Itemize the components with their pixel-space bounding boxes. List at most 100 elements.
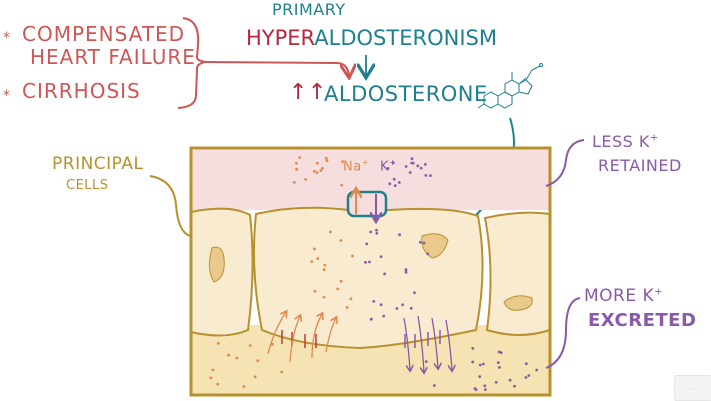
ion-dot [393, 184, 397, 188]
ion-dot [498, 366, 501, 369]
potassium-charge: + [389, 158, 397, 167]
ion-dot [323, 263, 327, 267]
ion-dot [256, 359, 260, 363]
ion-dot [433, 384, 436, 387]
ion-dot [280, 370, 284, 374]
ion-dot [329, 230, 332, 234]
title-primary: PRIMARY [272, 0, 346, 19]
ion-dot [339, 239, 343, 242]
ion-dot [336, 287, 340, 291]
ion-dot [253, 375, 257, 379]
cause-bullet-1: * [3, 30, 11, 46]
ion-dot [379, 303, 383, 307]
ion-dot [313, 289, 317, 293]
less-k-bracket [545, 139, 585, 187]
ion-dot [404, 165, 408, 168]
ion-dot [527, 374, 531, 377]
ion-dot [321, 166, 324, 170]
title-hyper: HYPER [246, 26, 315, 50]
ion-dot [419, 166, 423, 170]
ion-dot [382, 314, 386, 318]
ion-dot [411, 161, 415, 165]
cause-bullet-2: * [3, 88, 11, 104]
ion-dot [422, 241, 426, 245]
ion-dot [369, 317, 373, 321]
ion-dot [410, 157, 414, 161]
ion-dot [349, 297, 353, 301]
ion-dot [324, 156, 328, 160]
principal-cell-main [253, 206, 484, 350]
causes-arrow [204, 61, 349, 76]
ion-dot [395, 307, 399, 310]
ion-dot [416, 164, 420, 168]
ion-dot [524, 376, 528, 379]
channel-icon [346, 190, 388, 220]
watermark-logo-icon: ◦◦◦ [674, 375, 711, 401]
ion-dot [235, 356, 239, 360]
diagram-box [189, 146, 552, 397]
ion-dot [409, 306, 413, 310]
potassium-transport-arrows [403, 315, 452, 372]
ion-dot [391, 161, 395, 165]
ion-dot [211, 368, 215, 372]
ion-dot [339, 279, 343, 283]
ion-dot [418, 240, 422, 244]
ion-dot [398, 233, 401, 237]
ion-dot [298, 156, 302, 159]
ion-dot [295, 161, 298, 165]
ion-dot [372, 300, 376, 303]
ion-dot [397, 181, 401, 184]
ion-dot [383, 272, 386, 276]
ion-dot [401, 303, 404, 307]
ion-dot [478, 375, 482, 378]
ion-dot [242, 385, 246, 388]
nucleus-left [208, 246, 225, 283]
ion-dot [482, 362, 485, 366]
ion-dot [295, 167, 298, 171]
ion-dot [310, 260, 314, 263]
ion-dot [316, 161, 319, 165]
ion-dot [341, 160, 344, 164]
ion-dot [386, 167, 390, 170]
ion-dot [313, 169, 316, 173]
ion-dot [364, 261, 367, 264]
ion-dot [499, 351, 503, 354]
ion-dot [319, 169, 323, 173]
increase-arrows: ↑↑ [289, 80, 327, 105]
more-k-text: MORE K [584, 286, 655, 306]
ion-dot [209, 376, 213, 380]
potassium-symbol: K [380, 159, 390, 175]
sodium-transport-arrows [267, 312, 336, 363]
ion-dot [426, 252, 430, 256]
less-k-line2: RETAINED [598, 156, 682, 175]
ion-dot [304, 178, 307, 181]
ion-dot [227, 353, 231, 357]
ion-dot [535, 368, 539, 372]
ion-dot [471, 360, 475, 364]
ion-dot [497, 350, 501, 354]
ion-dot [478, 363, 482, 367]
principal-cells-bracket [149, 175, 191, 237]
ion-dot [424, 174, 428, 177]
ion-dot [424, 360, 428, 363]
ion-dot [379, 255, 383, 258]
ion-dot [375, 232, 379, 235]
basolateral-pumps-right [404, 330, 441, 348]
title-aldosteronism: ALDOSTERONISM [314, 26, 497, 50]
ion-dot [316, 257, 320, 260]
ion-dot [429, 174, 432, 178]
ion-dot [392, 177, 396, 181]
aldosterone-label: ALDOSTERONE [324, 82, 488, 106]
ion-dot [365, 242, 369, 246]
ion-dot [248, 344, 252, 347]
ion-dot [369, 230, 373, 234]
ion-dot [508, 378, 512, 382]
ion-dot [315, 171, 319, 175]
nucleus-main [421, 233, 449, 259]
ion-dot [216, 342, 220, 345]
ion-dot [351, 254, 354, 258]
ion-dot [496, 361, 500, 364]
cause-cirrhosis: CIRRHOSIS [22, 79, 141, 103]
ion-dot [423, 163, 427, 166]
